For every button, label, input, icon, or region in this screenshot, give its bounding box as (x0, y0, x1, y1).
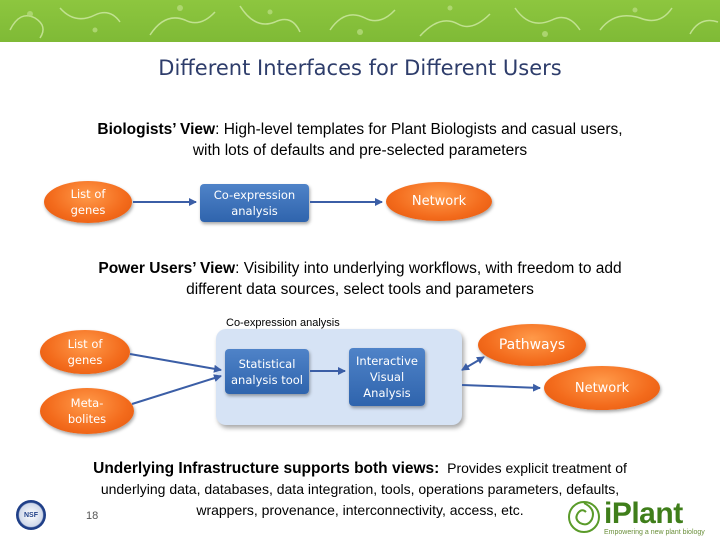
power-users-view-text: Power Users’ View: Visibility into under… (10, 258, 710, 300)
infrastructure-line3: wrappers, provenance, interconnectivity,… (196, 502, 524, 518)
top-banner (0, 0, 720, 42)
biologists-view-heading: Biologists’ View (97, 121, 216, 138)
power-users-view-line1: Power Users’ View: Visibility into under… (98, 260, 622, 277)
infrastructure-line1: Underlying Infrastructure supports both … (93, 460, 627, 477)
infrastructure-text: Underlying Infrastructure supports both … (10, 458, 710, 521)
arrow-panel-to-network (461, 383, 541, 392)
network-oval: Network (386, 182, 492, 221)
biologists-view-text: Biologists’ View: High-level templates f… (10, 119, 710, 161)
slide-title: Different Interfaces for Different Users (158, 56, 562, 80)
arrow-pathways-visual-bidirectional (461, 356, 485, 371)
power-users-view-line2: different data sources, select tools and… (186, 281, 534, 298)
biologists-view-line1: Biologists’ View: High-level templates f… (97, 121, 623, 138)
arrow-metabolites-to-stat (131, 374, 222, 405)
page-number: 18 (86, 510, 99, 522)
infrastructure-line2: underlying data, databases, data integra… (100, 481, 620, 497)
arrow-genes-to-stat (129, 353, 222, 373)
metabolites-oval: Meta-bolites (40, 388, 134, 434)
power-users-view-heading: Power Users’ View (98, 260, 236, 277)
pathways-oval: Pathways (478, 324, 586, 366)
iplant-swirl-icon (568, 501, 600, 533)
iplant-tagline: Empowering a new plant biology (604, 529, 705, 536)
co-expression-panel-caption: Co-expression analysis (226, 317, 340, 329)
nsf-logo: NSF (16, 500, 46, 530)
biologists-view-line2: with lots of defaults and pre-selected p… (192, 142, 528, 159)
network-oval-power: Network (544, 366, 660, 410)
iplant-logo-text: iPlant (604, 497, 683, 530)
infrastructure-heading: Underlying Infrastructure supports both … (93, 460, 440, 477)
floral-pattern-decoration (9, 5, 719, 39)
